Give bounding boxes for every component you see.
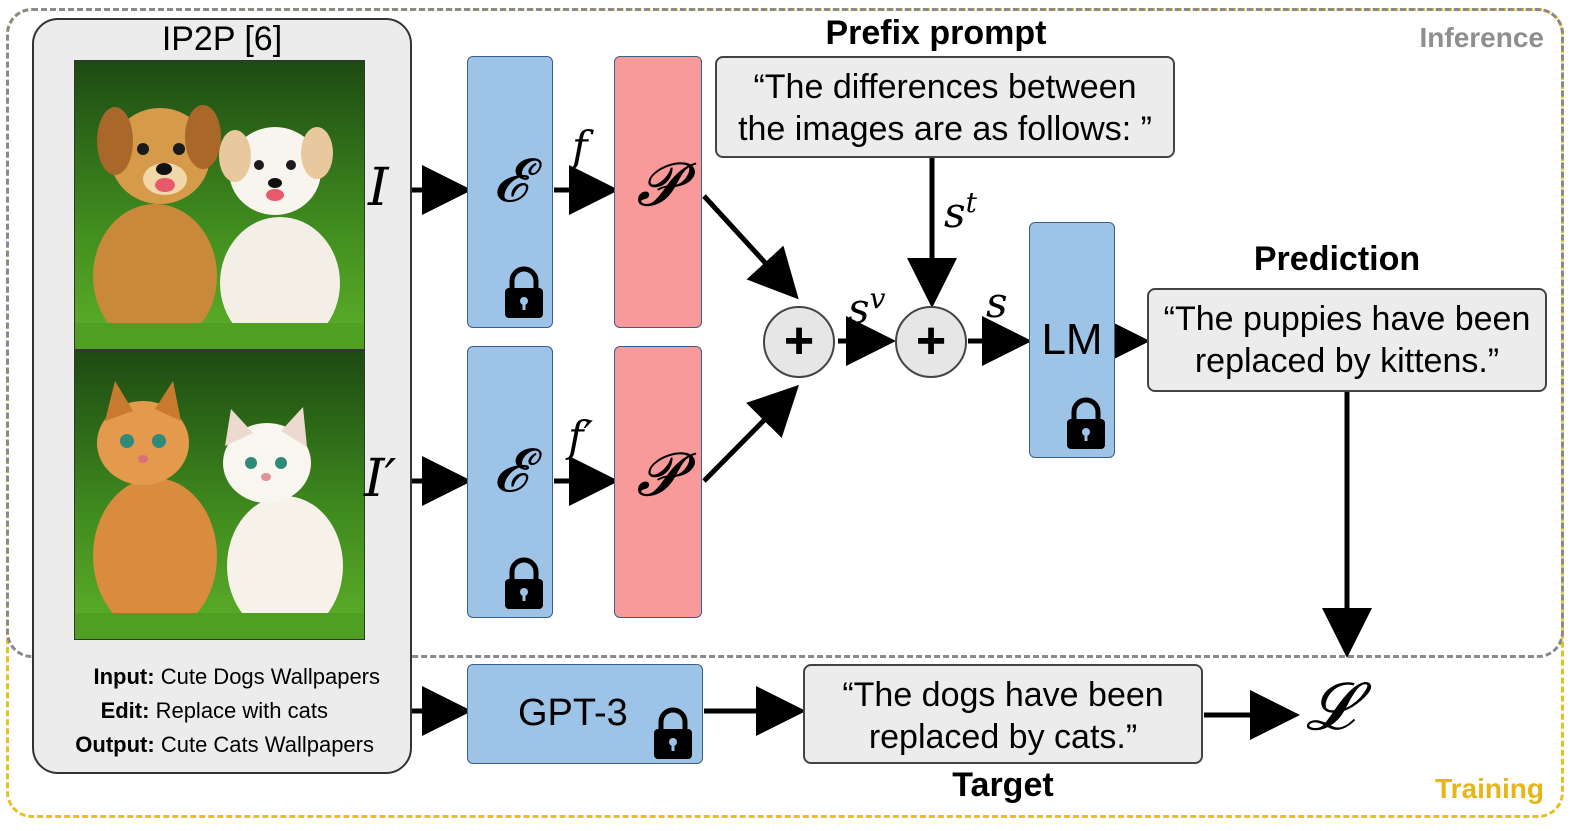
s-t-sup: t — [965, 186, 977, 219]
encoder-bottom-symbol: 𝓔 — [492, 436, 528, 506]
inference-frame — [6, 8, 1564, 658]
caption-input: Input: Cute Dogs Wallpapers — [94, 664, 381, 690]
projector-bottom — [614, 346, 702, 618]
target-line1: “The dogs have been — [842, 676, 1164, 714]
prediction-box: “The puppies have been replaced by kitte… — [1147, 288, 1547, 392]
s-v-sup: v — [869, 282, 886, 315]
lock-icon — [505, 266, 543, 318]
prefix-prompt-line1: “The differences between — [753, 68, 1137, 106]
caption-output: Output: Cute Cats Wallpapers — [75, 732, 374, 758]
s-v-label: sv — [848, 282, 885, 333]
projector-top — [614, 56, 702, 328]
lock-icon — [1067, 397, 1105, 449]
prediction-title: Prediction — [1253, 240, 1421, 278]
inference-label: Inference — [1419, 22, 1545, 53]
prefix-prompt-title: Prefix prompt — [825, 14, 1047, 52]
prefix-prompt-line2: the images are as follows: ” — [738, 110, 1152, 148]
lm-label: LM — [1041, 315, 1103, 364]
plus-node-visual: + — [763, 306, 835, 378]
caption-output-key: Output: — [75, 732, 155, 757]
prediction-line1: “The puppies have been — [1163, 300, 1531, 338]
projector-top-symbol: 𝓟 — [636, 150, 680, 220]
arrow-proj-b-to-plus — [702, 384, 800, 483]
s-t-base: s — [944, 188, 966, 237]
s-v-base: s — [848, 284, 870, 333]
image-symbol-I-prime: I′ — [364, 449, 397, 509]
lock-icon — [654, 707, 692, 759]
lock-icon — [505, 557, 543, 609]
loss-symbol: 𝓛 — [1306, 668, 1354, 745]
gpt3-label: GPT-3 — [518, 692, 628, 734]
caption-edit-value: Replace with cats — [155, 698, 328, 723]
arrow-proj-a-to-plus — [702, 194, 799, 300]
projector-bottom-symbol: 𝓟 — [636, 440, 680, 510]
image-symbol-I: I — [368, 158, 389, 218]
caption-edit-key: Edit: — [100, 698, 150, 723]
caption-edit: Edit: Replace with cats — [101, 698, 328, 724]
encoder-bottom — [467, 346, 553, 618]
caption-input-value: Cute Dogs Wallpapers — [160, 664, 380, 689]
s-label: s — [986, 278, 1008, 327]
caption-output-value: Cute Cats Wallpapers — [160, 732, 374, 757]
ip2p-title: IP2P [6] — [161, 20, 283, 58]
target-box: “The dogs have been replaced by cats.” — [803, 664, 1203, 764]
feature-f: f — [572, 122, 588, 171]
target-title: Target — [952, 766, 1054, 804]
kittens-image — [74, 350, 365, 640]
prefix-prompt-box: “The differences between the images are … — [715, 56, 1175, 158]
target-line2: replaced by cats.” — [868, 718, 1138, 756]
encoder-top-symbol: 𝓔 — [492, 146, 528, 216]
training-label: Training — [1435, 773, 1544, 804]
prediction-line2: replaced by kittens.” — [1194, 342, 1500, 380]
feature-f-prime: f′ — [568, 412, 594, 461]
plus-node-text: + — [895, 306, 967, 378]
s-t-label: st — [944, 186, 977, 237]
caption-input-key: Input: — [93, 664, 155, 689]
puppies-image — [74, 60, 365, 350]
